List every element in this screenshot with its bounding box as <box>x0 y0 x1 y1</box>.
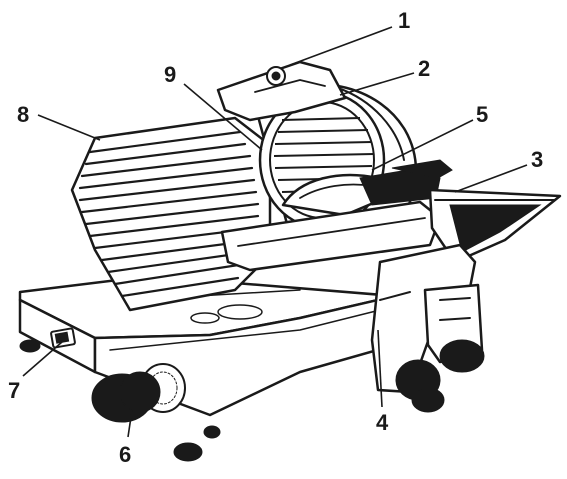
callout-2: 2 <box>418 56 430 81</box>
base-housing <box>18 274 397 417</box>
callout-labels: 1 2 3 4 5 6 7 8 9 <box>8 8 543 467</box>
thickness-knob <box>91 363 186 423</box>
leader-9 <box>183 83 263 151</box>
callout-5: 5 <box>476 102 488 127</box>
leader-1 <box>289 26 393 66</box>
callout-4: 4 <box>376 410 389 435</box>
foot-front-left <box>173 442 203 462</box>
leader-2 <box>339 72 415 96</box>
leader-7 <box>22 341 63 377</box>
callout-1: 1 <box>398 8 410 33</box>
leader-lines <box>22 26 528 438</box>
sharpener-tray <box>428 188 562 264</box>
feet <box>19 339 221 462</box>
leader-8 <box>37 114 101 141</box>
callout-3: 3 <box>531 147 543 172</box>
leader-4 <box>377 329 383 408</box>
foot-front-mid <box>203 425 221 439</box>
leader-6 <box>127 409 133 438</box>
leader-5 <box>371 119 474 171</box>
callout-7: 7 <box>8 378 20 403</box>
foot-rear-left <box>19 339 41 353</box>
callout-6: 6 <box>119 442 131 467</box>
callout-9: 9 <box>164 62 176 87</box>
support-column <box>370 243 485 413</box>
leader-3 <box>454 164 528 193</box>
pusher-arm <box>220 159 453 272</box>
callout-8: 8 <box>17 102 29 127</box>
power-switch <box>50 327 76 349</box>
